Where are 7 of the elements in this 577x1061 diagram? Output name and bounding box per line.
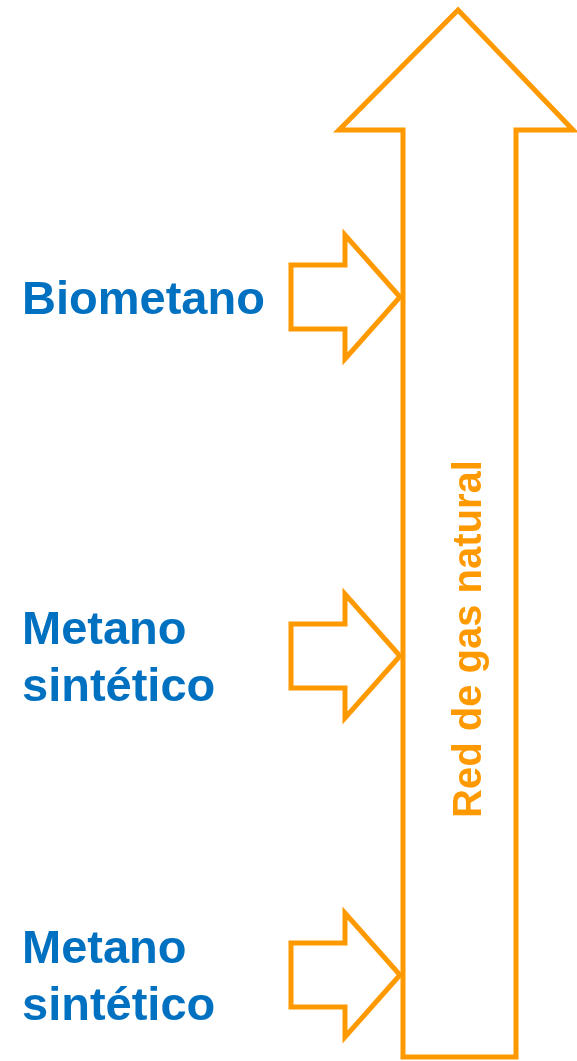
block-arrow [288, 228, 404, 366]
source-label: Biometano [22, 268, 272, 326]
source-label: Metano sintético [22, 918, 272, 1032]
network-label: Red de gas natural [444, 460, 490, 818]
block-arrow [288, 587, 404, 725]
block-arrow [288, 906, 404, 1044]
source-label: Metano sintético [22, 599, 272, 713]
